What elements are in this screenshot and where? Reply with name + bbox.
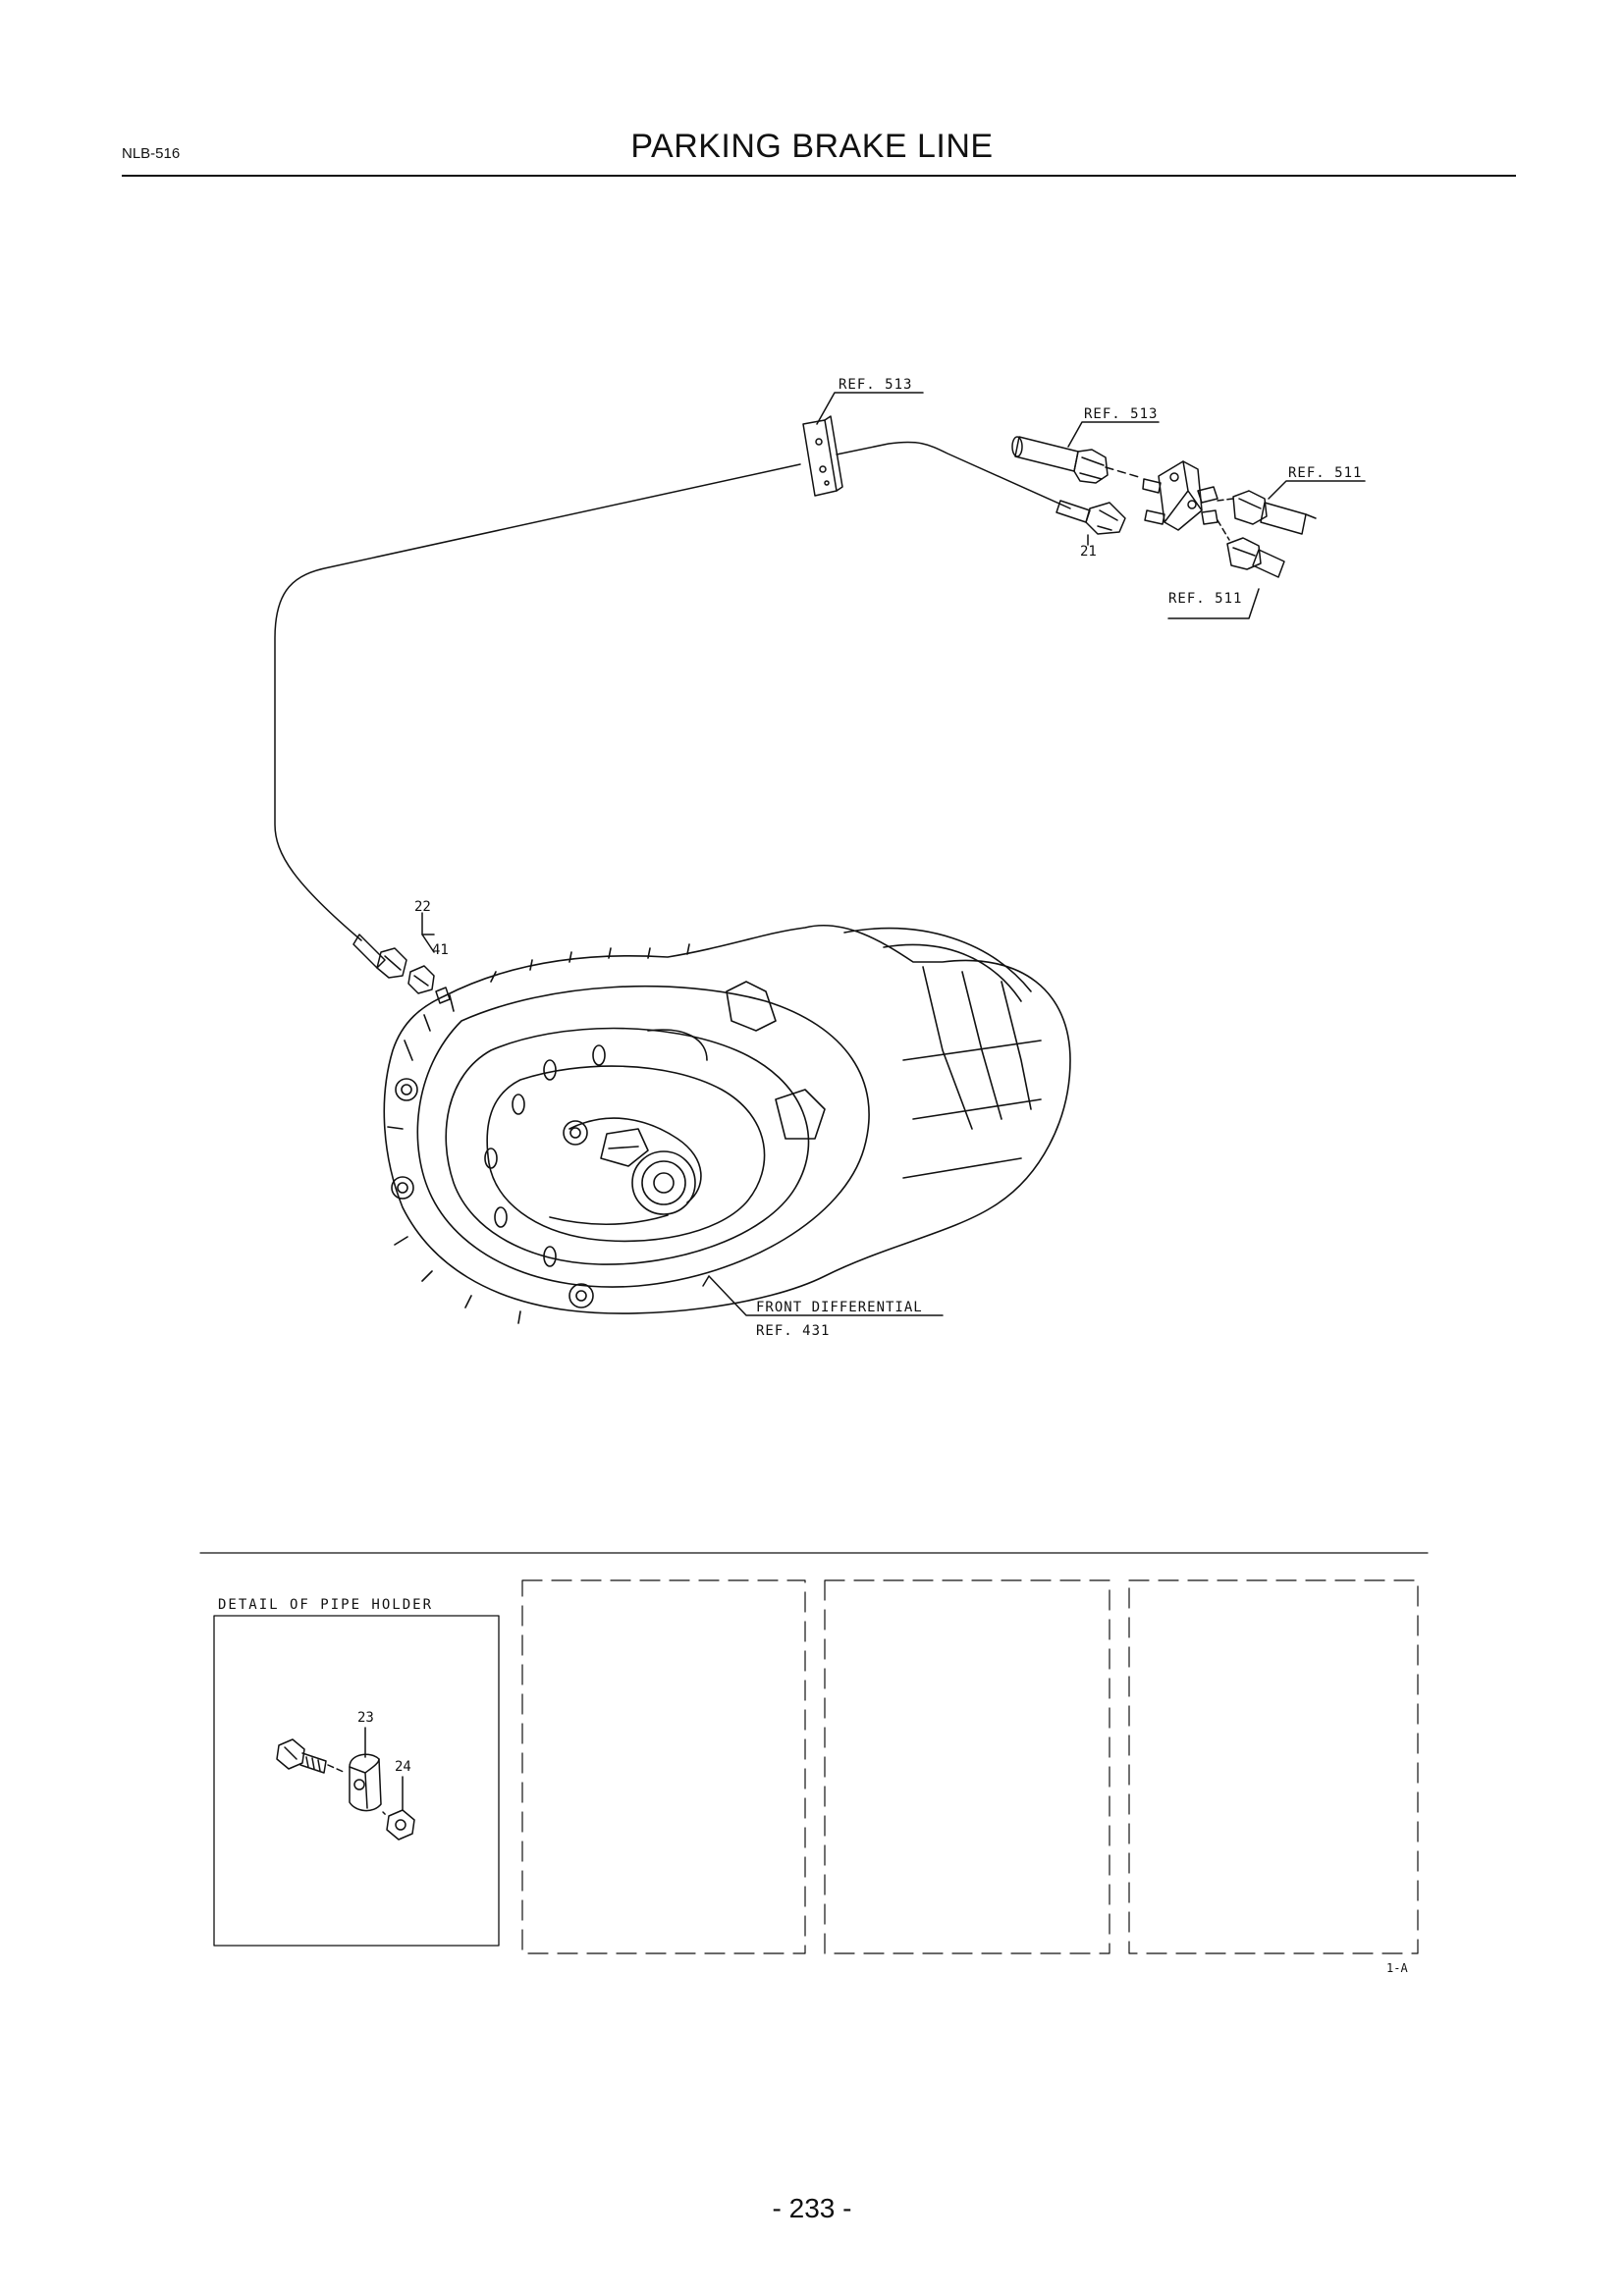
blank-frame-3 — [1128, 1579, 1419, 1954]
label-part-41: 41 — [432, 942, 449, 958]
label-part-23: 23 — [357, 1710, 374, 1726]
leader-line — [1268, 480, 1366, 500]
page-number: - 233 - — [772, 2193, 852, 2223]
blank-frame-2 — [824, 1579, 1110, 1954]
front-differential — [383, 924, 1071, 1324]
fitting-part-41 — [407, 965, 451, 1004]
hose-ref-511-lower — [1217, 519, 1285, 578]
leader-line — [702, 1275, 710, 1287]
label-ref-513-top: REF. 513 — [839, 377, 912, 393]
label-ref-511-lower: REF. 511 — [1168, 591, 1242, 607]
pipe-clip-part — [802, 415, 843, 497]
blank-frame-1 — [521, 1579, 806, 1954]
pipe-holder-nut — [382, 1809, 415, 1841]
label-ref-513-right: REF. 513 — [1084, 406, 1158, 422]
label-ref-431: REF. 431 — [756, 1323, 830, 1339]
brake-pipe — [274, 463, 801, 941]
hose-ref-511-upper — [1217, 490, 1317, 535]
sheet-code: 1-A — [1386, 1961, 1408, 1975]
document-code: NLB-516 — [122, 145, 181, 162]
detail-frame — [213, 1615, 500, 1947]
header-divider — [122, 175, 1516, 177]
leader-line — [1167, 588, 1260, 619]
leader-line — [708, 1275, 944, 1316]
union-part-21 — [1056, 500, 1126, 535]
hose-ref-513 — [1011, 436, 1140, 484]
connector-part-22 — [352, 934, 407, 979]
label-ref-511-upper: REF. 511 — [1288, 465, 1362, 481]
label-part-22: 22 — [414, 899, 431, 915]
leader-line — [1067, 421, 1160, 448]
pipe-holder-clip — [349, 1753, 382, 1812]
leader-line — [816, 392, 924, 425]
label-front-differential: FRONT DIFFERENTIAL — [756, 1300, 923, 1315]
pipe-holder-bolt — [276, 1738, 347, 1774]
brake-pipe-upper — [836, 441, 1071, 509]
label-part-21: 21 — [1080, 544, 1097, 560]
page-title: PARKING BRAKE LINE — [630, 128, 994, 165]
detail-title: DETAIL OF PIPE HOLDER — [218, 1597, 434, 1613]
brake-connector-bracket — [1142, 460, 1218, 531]
label-part-24: 24 — [395, 1759, 411, 1775]
